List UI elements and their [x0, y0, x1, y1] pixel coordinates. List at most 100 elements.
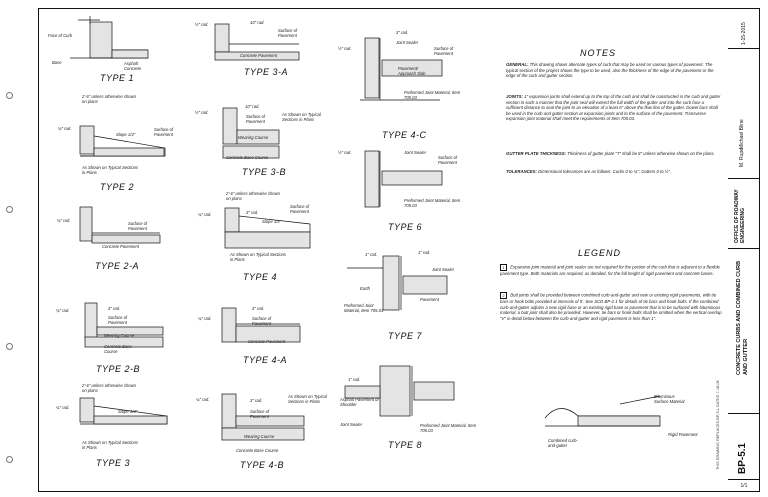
- label-quarter-rad-2a: ¼" rad.: [57, 218, 71, 223]
- label-one-rad-8: 1" rad.: [348, 377, 361, 382]
- tb-office: OFFICE OF ROADWAY ENGINEERING: [734, 189, 746, 243]
- tb-title-cell: CONCRETE CURBS AND COMBINED CURB AND GUT…: [728, 248, 760, 413]
- label-half-rad-3b: ½" rad.: [195, 110, 209, 115]
- tb-engineer-1: Michael Bline: [739, 119, 745, 149]
- label-as-shown-3: As Shown on Typical Sections in Plans: [82, 440, 139, 450]
- type-7-title: TYPE 7: [388, 331, 423, 341]
- tb-page: 1/1: [740, 483, 748, 489]
- label-surface-6: Surface of Pavement: [438, 155, 458, 165]
- notes-plate: GUTTER PLATE THICKNESS: Thickness of gut…: [506, 151, 721, 157]
- label-preformed-4c: Preformed Joint Material, Item 705.03: [404, 90, 461, 100]
- label-concrete-pavement-3a: Concrete Pavement: [240, 53, 278, 58]
- binder-hole: [6, 456, 13, 463]
- tb-date-cell: 1-15-2015: [728, 8, 760, 48]
- legend-text-1: Expansion joint material and joint seale…: [500, 264, 720, 276]
- label-as-shown-4b: As Shown on Typical Sections in Plans: [288, 394, 327, 404]
- label-surface-4a: Surface of Pavement: [252, 316, 272, 326]
- label-quarter-rad-4: ¼" rad.: [198, 212, 212, 217]
- tb-office-cell: OFFICE OF ROADWAY ENGINEERING: [728, 178, 760, 248]
- type-3a-detail: [214, 23, 300, 61]
- label-quarter-rad-4b: ¼" rad.: [196, 397, 210, 402]
- label-three-rad-4a: 3" rad.: [252, 306, 265, 311]
- label-approach-slab-4c: Pavement/ Approach Slab: [398, 66, 426, 76]
- type-3b-title: TYPE 3-B: [242, 167, 287, 177]
- label-three-rad-2b: 3" rad.: [108, 306, 121, 311]
- label-one-rad-7a: 1" rad.: [365, 252, 378, 257]
- type-4b-title: TYPE 4-B: [240, 460, 285, 470]
- notes-general: GENERAL: This drawing shows alternate ty…: [506, 62, 721, 79]
- label-preformed-7: Preformed Joint Material, Item 705.03: [344, 303, 384, 313]
- type-7-detail: [347, 255, 448, 311]
- label-preformed-8: Preformed Joint Material, Item 705.03: [420, 423, 477, 433]
- label-earth-7: Earth: [360, 286, 371, 291]
- type-3-title: TYPE 3: [96, 458, 131, 468]
- label-surface-3a: Surface of Pavement: [278, 28, 298, 38]
- label-as-shown-4: As Shown on Typical Sections in Plans: [230, 252, 287, 262]
- legend-title: LEGEND: [578, 248, 622, 258]
- type-2-detail: [79, 125, 166, 157]
- notes-tolerances: TOLERANCES: Dimensional tolerances are a…: [506, 169, 721, 175]
- tb-engineer-cell: Michael Bline M. Rupe: [728, 48, 760, 178]
- label-surface-2b: Surface of Pavement: [108, 315, 128, 325]
- label-bituminous: Bituminous Surface Material: [654, 394, 685, 404]
- type-3a-title: TYPE 3-A: [244, 67, 289, 77]
- tol-text: Dimensional tolerances are as follows: C…: [538, 169, 672, 174]
- tb-date: 1-15-2015: [741, 22, 747, 45]
- label-three-rad-4c: 3" rad.: [396, 30, 409, 35]
- notes-joints: JOINTS: 1" expansion joints shall extend…: [506, 94, 721, 122]
- label-concrete-pavement-4a: Concrete Pavement: [248, 339, 286, 344]
- label-joint-sealer-6: Joint Sealer: [404, 150, 427, 155]
- type-1-detail: [70, 16, 149, 59]
- type-8-title: TYPE 8: [388, 440, 423, 450]
- legend-number-2: 2: [500, 292, 507, 299]
- type-4b-detail: [221, 393, 305, 441]
- tb-engineer-2: M. Rupe: [739, 148, 745, 167]
- label-two-six: 2'-6" unless otherwise shown on plans: [82, 94, 136, 104]
- type-4-title: TYPE 4: [243, 272, 278, 282]
- label-half-rad-4c: ½" rad.: [338, 46, 352, 51]
- type-6-title: TYPE 6: [388, 222, 423, 232]
- label-face-of-curb: Face of Curb: [48, 33, 73, 38]
- tb-sheet-cell: BP-5.1: [728, 413, 760, 479]
- binder-hole: [6, 92, 13, 99]
- type-4c-title: TYPE 4-C: [382, 130, 427, 140]
- label-slope-3: Slope 1/4": [118, 409, 138, 414]
- type-4c-detail: [360, 37, 443, 101]
- label-as-shown-3b: As Shown on Typical Sections in Plans: [282, 112, 321, 122]
- label-pavement-7: Pavement: [420, 297, 439, 302]
- label-asphalt-concrete: Asphalt Concrete: [124, 61, 141, 71]
- tb-title: CONCRETE CURBS AND COMBINED CURB AND GUT…: [736, 260, 749, 375]
- label-as-shown-2: As Shown on Typical Sections in Plans: [82, 165, 139, 175]
- tol-heading: TOLERANCES:: [506, 169, 537, 174]
- label-quarter-rad-2: ¼" rad.: [58, 126, 72, 131]
- label-two-six-4: 2'-6" unless otherwise shown on plans: [226, 191, 280, 201]
- label-surface-2: Surface of Pavement: [154, 127, 174, 137]
- label-base: Base: [52, 60, 62, 65]
- label-wearing-3b: Wearing Course: [238, 135, 269, 140]
- legend-text-2: Butt joints shall be provided between co…: [500, 292, 722, 321]
- type-2a-title: TYPE 2-A: [95, 261, 140, 271]
- label-half-rad-3a: ½" rad.: [195, 22, 209, 27]
- label-asphalt-shoulder-8: Asphalt Pavement or Shoulder: [340, 397, 379, 407]
- notes-title: NOTES: [580, 48, 617, 58]
- type-6-detail: [364, 150, 443, 208]
- title-block: 1-15-2015 Michael Bline M. Rupe OFFICE O…: [728, 8, 760, 492]
- type-2a-detail: [79, 206, 161, 244]
- label-ten-rad-3b: 10" rad.: [245, 104, 260, 109]
- label-one-rad-7b: 1" rad.: [418, 250, 431, 255]
- legend-number-1: 1: [500, 264, 507, 271]
- label-base-course-2b: Concrete Base Course: [104, 344, 132, 354]
- label-concrete-pavement-2a: Concrete Pavement: [102, 244, 140, 249]
- type-8-detail: [344, 365, 455, 417]
- label-ten-rad-3a: 10" rad.: [250, 20, 265, 25]
- label-surface-4c: Surface of Pavement: [434, 46, 454, 56]
- tb-sheet: BP-5.1: [737, 442, 748, 474]
- type-1-title: TYPE 1: [100, 73, 135, 83]
- label-combined: Combined curb-and-gutter: [548, 438, 578, 448]
- type-4a-title: TYPE 4-A: [243, 355, 288, 365]
- plate-heading: GUTTER PLATE THICKNESS:: [506, 151, 567, 156]
- type-2-title: TYPE 2: [100, 182, 135, 192]
- label-three-rad-4b: 3" rad.: [250, 398, 263, 403]
- label-surface-4: Surface of Pavement: [290, 204, 310, 214]
- binder-hole: [6, 206, 13, 213]
